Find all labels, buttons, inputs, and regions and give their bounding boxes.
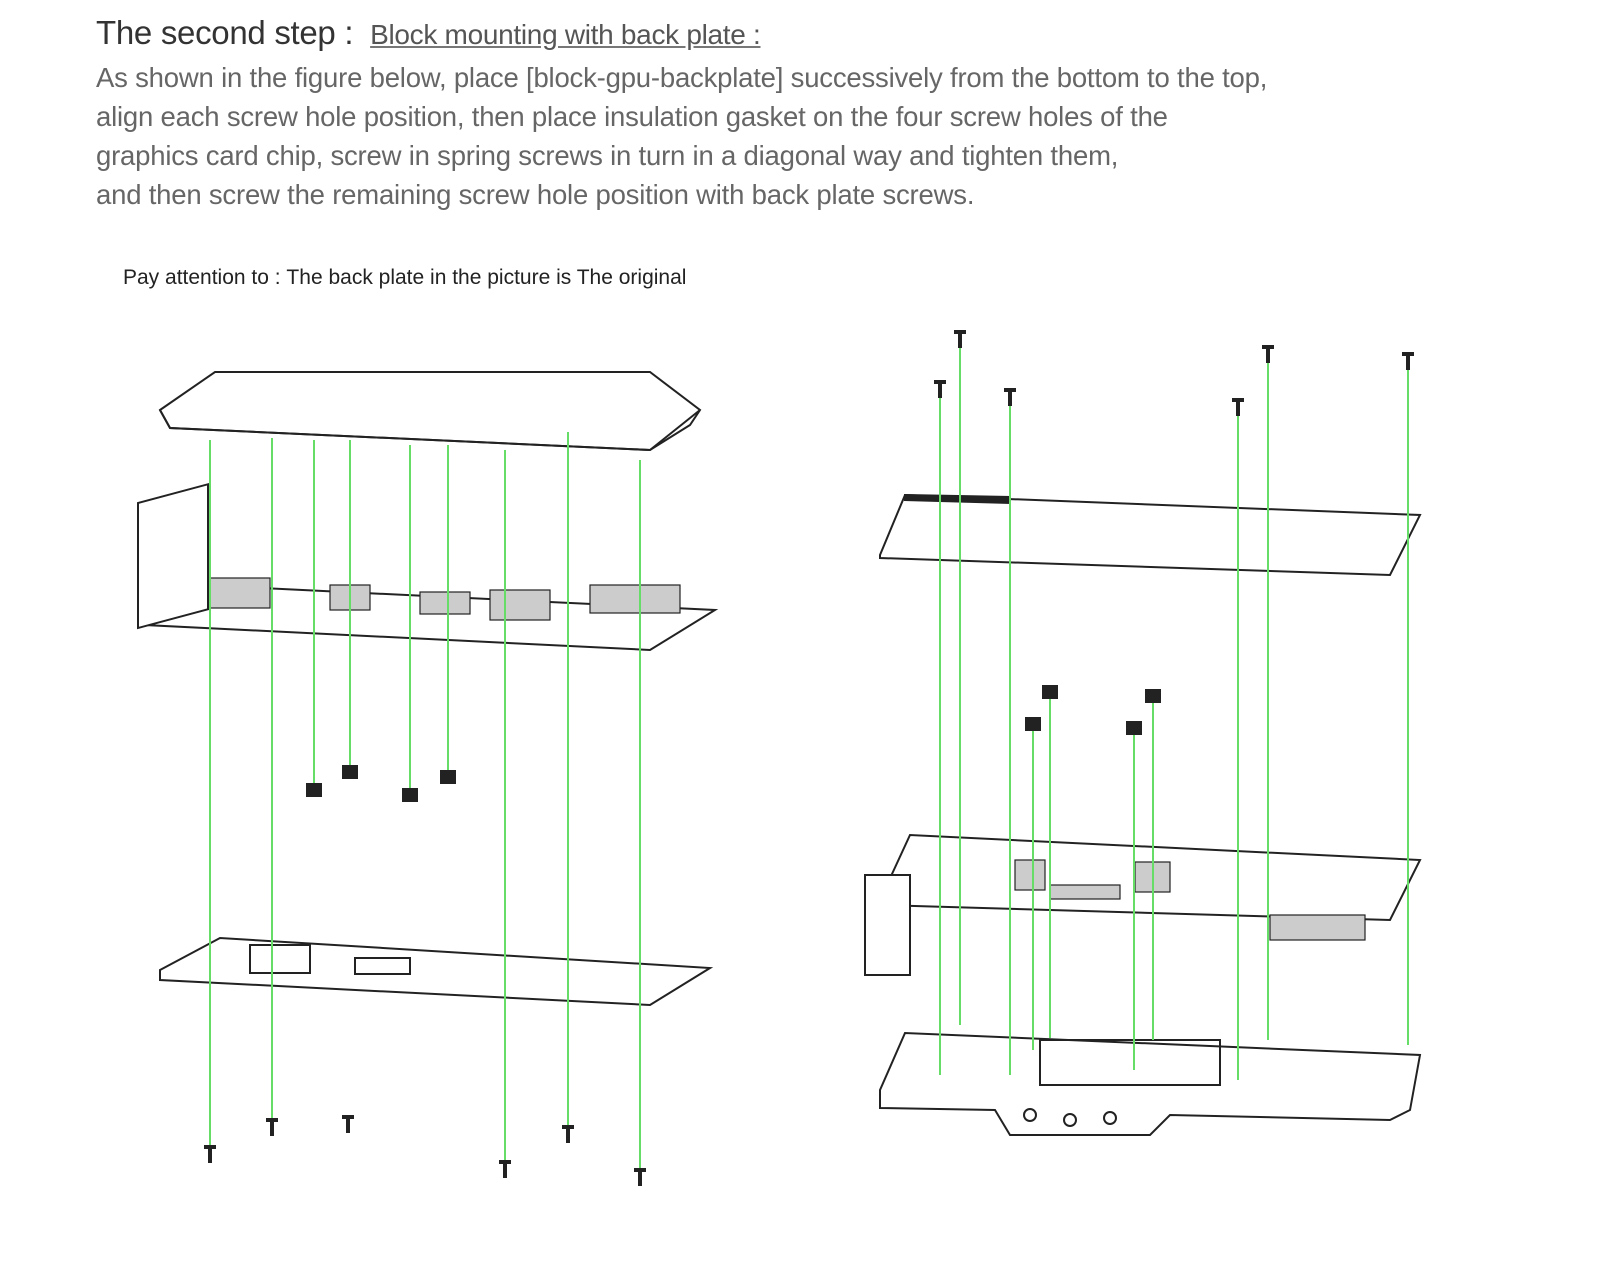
back-plate (159, 936, 714, 1007)
screw-icon (204, 1145, 216, 1163)
screw-icon (1004, 388, 1016, 406)
screw-guide-lines (209, 330, 1409, 1168)
screw-icon (342, 1115, 354, 1133)
spring-screw-icon (306, 783, 322, 797)
water-block (158, 371, 702, 452)
screws (204, 330, 1414, 1186)
instructions: As shown in the figure below, place [blo… (96, 58, 1267, 214)
right-exploded-view (864, 493, 1422, 1136)
screw-icon (954, 330, 966, 348)
instruction-line: and then screw the remaining screw hole … (96, 179, 975, 210)
spring-screw-icon (1042, 685, 1058, 699)
screw-icon (1402, 352, 1414, 370)
screw-icon (266, 1118, 278, 1136)
step-heading: The second step : Block mounting with ba… (96, 14, 761, 52)
attention-note: Pay attention to : The back plate in the… (123, 266, 687, 289)
spring-screw-icon (402, 788, 418, 802)
io-bracket (137, 482, 209, 630)
screw-icon (1232, 398, 1244, 416)
spring-screw-icon (440, 770, 456, 784)
screw-icon (934, 380, 946, 398)
screw-icon (562, 1125, 574, 1143)
instruction-line: As shown in the figure below, place [blo… (96, 62, 1268, 93)
step-subtitle: Block mounting with back plate : (370, 19, 761, 50)
back-plate (879, 493, 1422, 577)
pcb-components (1014, 859, 1366, 941)
screw-icon (499, 1160, 511, 1178)
instruction-line: graphics card chip, screw in spring scre… (96, 140, 1119, 171)
spring-screw-icon (342, 765, 358, 779)
spring-screw-icon (1126, 721, 1142, 735)
io-bracket (864, 874, 911, 976)
spring-screw-icon (1145, 689, 1161, 703)
left-exploded-view (137, 371, 719, 1007)
screw-icon (1262, 345, 1274, 363)
instruction-line: align each screw hole position, then pla… (96, 101, 1168, 132)
pcb-components (209, 577, 681, 621)
step-label: The second step : (96, 14, 354, 51)
spring-screw-icon (1025, 717, 1041, 731)
screw-icon (634, 1168, 646, 1186)
